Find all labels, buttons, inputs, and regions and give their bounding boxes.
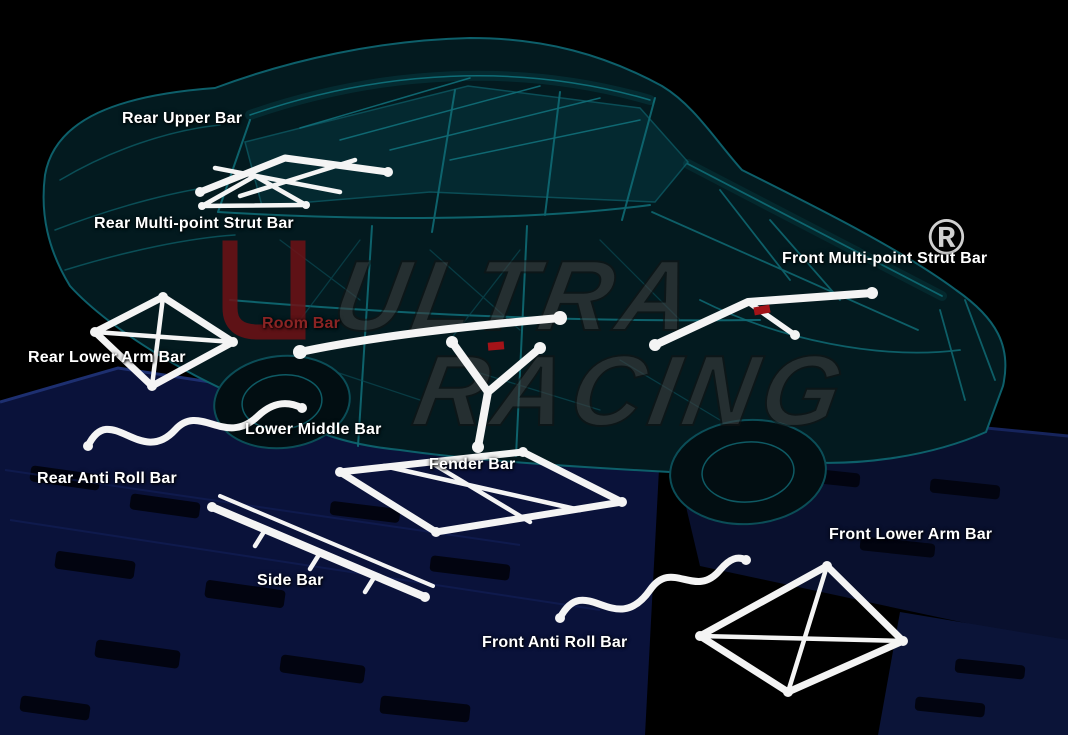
- watermark-brand-line2: RACING: [406, 336, 856, 447]
- label-side-bar: Side Bar: [257, 572, 324, 589]
- rear-multi-point-strut-bar-graphic: [198, 173, 310, 210]
- label-rear-upper-bar: Rear Upper Bar: [122, 110, 243, 127]
- label-front-lower-arm-bar: Front Lower Arm Bar: [829, 526, 993, 543]
- label-fender-bar: Fender Bar: [429, 456, 516, 473]
- label-front-anti-roll-bar: Front Anti Roll Bar: [482, 634, 628, 651]
- label-rear-anti-roll-bar: Rear Anti Roll Bar: [37, 470, 177, 487]
- rear-upper-bar-graphic: [195, 154, 393, 199]
- rear-anti-roll-bar-graphic: [83, 400, 307, 451]
- watermark-brand-line1: ULTRA: [326, 241, 707, 352]
- product-bars: [83, 154, 908, 697]
- room-bar-graphic: [293, 311, 567, 359]
- side-bar-graphic: [207, 494, 435, 602]
- fender-bar-graphic: [446, 336, 546, 453]
- lower-middle-bar-graphic: [335, 447, 627, 537]
- label-lower-middle-bar: Lower Middle Bar: [245, 421, 382, 438]
- label-rear-multi-point-strut-bar: Rear Multi-point Strut Bar: [94, 215, 294, 232]
- front-multi-point-strut-bar-graphic: [649, 287, 878, 351]
- brand-sticker: [487, 341, 505, 351]
- brand-emblem: [222, 240, 306, 340]
- label-rear-lower-arm-bar: Rear Lower Arm Bar: [28, 349, 186, 366]
- label-front-multi-point-strut-bar: Front Multi-point Strut Bar: [782, 250, 988, 267]
- brand-watermark: ULTRA RACING ®: [222, 209, 965, 448]
- car-chassis-graphic: [42, 36, 1007, 526]
- registered-trademark-symbol: ®: [928, 209, 965, 265]
- front-lower-arm-bar-graphic: [695, 561, 908, 697]
- label-room-bar: Room Bar: [262, 315, 341, 332]
- brand-sticker: [753, 304, 771, 316]
- rear-lower-arm-bar-graphic: [90, 292, 238, 391]
- front-anti-roll-bar-graphic: [555, 554, 751, 623]
